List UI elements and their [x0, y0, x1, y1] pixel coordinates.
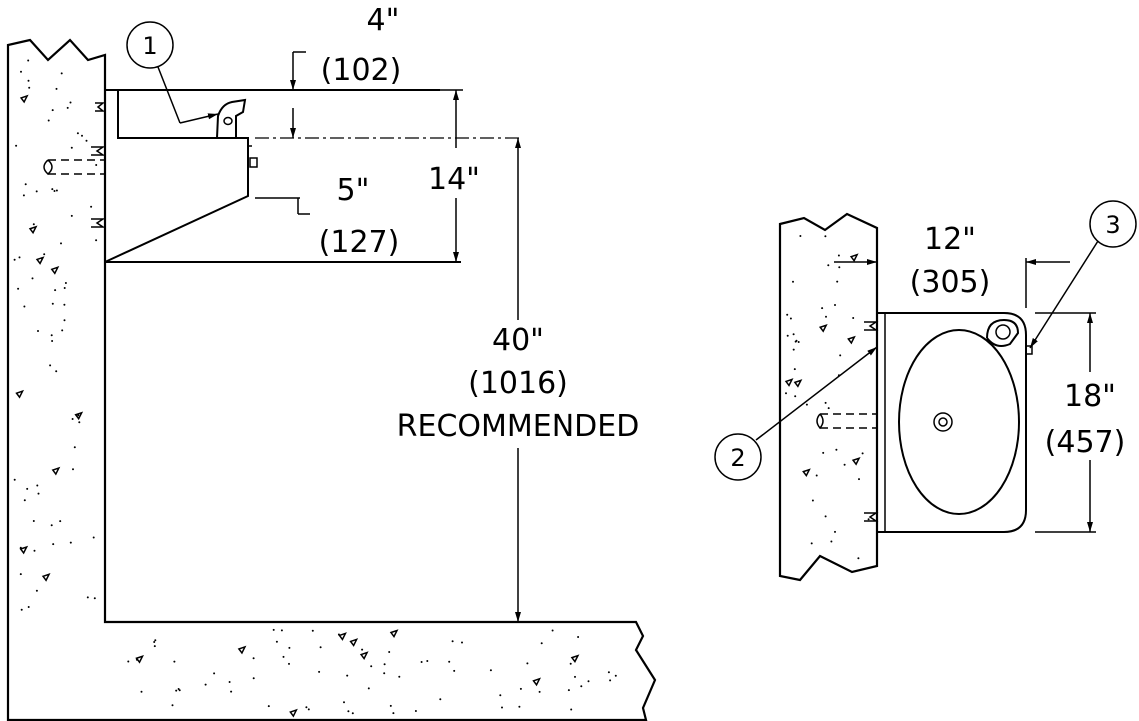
dim-width-metric: (457)	[1045, 425, 1126, 460]
plan-fasteners	[864, 321, 879, 522]
plan-drain-pipe	[816, 413, 877, 430]
fountain-side-profile	[43, 89, 461, 263]
plan-concrete-aggregate	[784, 235, 870, 560]
dim-overhang-imperial: 4"	[367, 3, 400, 38]
drain-pipe	[43, 159, 105, 175]
callout-balloon-3: 3	[1029, 200, 1137, 349]
wall-fasteners	[91, 102, 106, 228]
dim-knee-imperial: 5"	[337, 173, 370, 208]
dim-depth-imperial: 12"	[924, 222, 976, 257]
callout-balloon-1: 1	[126, 21, 219, 124]
drain	[933, 412, 953, 432]
svg-text:2: 2	[730, 444, 745, 472]
concrete-aggregate	[13, 59, 617, 718]
side-view-dimensions	[255, 51, 522, 622]
dim-knee-metric: (127)	[319, 225, 400, 260]
svg-text:3: 3	[1105, 211, 1120, 239]
dim-rim-metric: (1016)	[468, 366, 568, 401]
plan-wall-section	[778, 212, 879, 582]
dim-height-imperial: 14"	[428, 162, 480, 197]
bubbler	[216, 98, 247, 139]
dim-rim-note: RECOMMENDED	[397, 409, 640, 444]
fountain-plan-outline	[816, 312, 1033, 533]
dim-depth-metric: (305)	[910, 265, 991, 300]
side-view: 4" (102) 14" 5" (127) 40" (1016) RECOMME…	[6, 3, 657, 721]
callout-balloon-2: 2	[714, 346, 878, 481]
concrete-wall-and-floor	[6, 38, 657, 721]
dim-rim-imperial: 40"	[492, 323, 544, 358]
svg-text:1: 1	[142, 32, 157, 60]
bowl	[898, 329, 1020, 515]
plan-bubbler	[986, 318, 1020, 347]
dim-width-imperial: 18"	[1064, 379, 1116, 414]
plan-view-dimensions	[834, 258, 1096, 533]
dim-overhang-metric: (102)	[321, 53, 402, 88]
plan-view: 12" (305) 18" (457) 2 3	[714, 200, 1137, 582]
